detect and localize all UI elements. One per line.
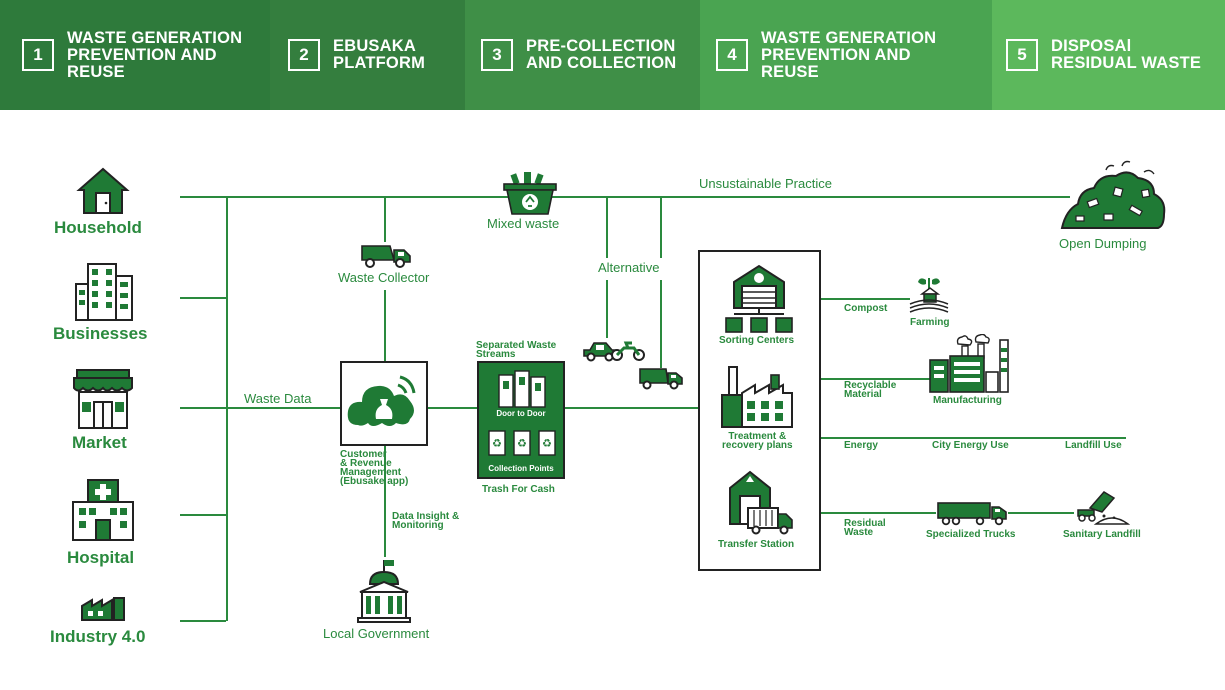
car-icon <box>583 342 617 362</box>
local-government-label: Local Government <box>323 626 430 641</box>
treatment-plant-icon <box>721 366 793 428</box>
step-number: 1 <box>22 39 54 71</box>
source-household-label: Household <box>54 218 142 237</box>
farm-icon <box>909 278 949 313</box>
compost-label: Compost <box>844 303 888 314</box>
svg-text:♻: ♻ <box>542 438 552 450</box>
source-businesses-label: Businesses <box>53 324 148 343</box>
residual-waste-label: Residual Waste <box>844 518 886 538</box>
source-industry-label: Industry 4.0 <box>50 627 146 646</box>
motorcycle-icon <box>611 341 645 361</box>
farming-label: Farming <box>910 317 950 328</box>
house-icon <box>76 167 130 214</box>
specialized-trucks-label: Specialized Trucks <box>926 529 1016 540</box>
trash-for-cash-label: Trash For Cash <box>482 484 555 495</box>
data-insight-label: Data Insight & Monitoring <box>392 511 460 531</box>
step-3-header: 3 PRE-COLLECTION AND COLLECTION <box>465 0 700 110</box>
step-title: PRE-COLLECTION AND COLLECTION <box>526 37 677 72</box>
step-5-header: 5 DISPOSAl RESIDUAL WASTE <box>992 0 1225 110</box>
source-market-label: Market <box>72 433 127 452</box>
step-number: 4 <box>716 39 748 71</box>
energy-label: Energy <box>844 440 878 451</box>
trash-heap-icon <box>1060 160 1166 229</box>
waste-collector-label: Waste Collector <box>338 270 430 285</box>
ebusaka-app-box <box>340 361 428 446</box>
step-2-header: 2 EBUSAKA PLATFORM <box>270 0 465 110</box>
transfer-station-label: Transfer Station <box>718 539 795 550</box>
long-truck-icon <box>937 502 1007 526</box>
svg-text:♻: ♻ <box>517 438 527 450</box>
step-title: WASTE GENERATION PREVENTION AND REUSE <box>67 28 243 81</box>
hospital-icon <box>72 479 134 541</box>
warehouse-icon <box>725 264 793 333</box>
step-number: 5 <box>1006 39 1038 71</box>
cloud-app-icon <box>347 375 416 426</box>
garbage-truck-icon <box>361 245 411 268</box>
customer-management-label: Customer & Revenue Management (Ebusake a… <box>340 449 409 487</box>
svg-text:♻: ♻ <box>492 438 502 450</box>
step-number: 3 <box>481 39 513 71</box>
collection-points-label: Collection Points <box>488 464 554 473</box>
step-title: DISPOSAl RESIDUAL WASTE <box>1051 37 1202 72</box>
separated-streams-label: Separated Waste Streams <box>476 340 557 360</box>
unsustainable-practice-label: Unsustainable Practice <box>699 176 832 191</box>
step-number: 2 <box>288 39 320 71</box>
separated-streams-box: Door to Door ♻ ♻ ♻ Collection Points <box>477 361 565 479</box>
step-title: WASTE GENERATION PREVENTION AND REUSE <box>761 28 937 81</box>
step-4-header: 4 WASTE GENERATION PREVENTION AND REUSE <box>700 0 992 110</box>
waste-bin-icon <box>503 172 557 215</box>
step-1-header: 1 WASTE GENERATION PREVENTION AND REUSE <box>0 0 270 110</box>
city-energy-use-label: City Energy Use <box>932 440 1009 451</box>
door-to-door-label: Door to Door <box>496 409 546 418</box>
transfer-station-icon <box>729 470 793 535</box>
open-dumping-label: Open Dumping <box>1059 236 1147 251</box>
manufacturing-plant-icon <box>929 334 1009 393</box>
alternative-label: Alternative <box>598 260 660 275</box>
small-truck-icon <box>639 368 683 390</box>
office-building-icon <box>75 263 133 321</box>
recycle-bin-icon: ♻ ♻ ♻ <box>488 430 556 456</box>
waste-data-label: Waste Data <box>244 391 312 406</box>
recyclable-material-label: Recyclable Material <box>844 380 897 400</box>
treatment-recovery-label: Treatment & recovery plans <box>722 431 793 451</box>
government-building-icon <box>357 560 411 623</box>
market-stall-icon <box>73 369 133 429</box>
mixed-waste-label: Mixed waste <box>487 216 560 231</box>
landfill-use-label: Landfill Use <box>1065 440 1122 451</box>
sorting-centers-label: Sorting Centers <box>719 335 795 346</box>
recycle-bin-icon <box>498 370 546 408</box>
factory-icon <box>81 597 125 621</box>
landfill-icon <box>1077 491 1130 525</box>
step-title: EBUSAKA PLATFORM <box>333 37 426 72</box>
sanitary-landfill-label: Sanitary Landfill <box>1063 529 1141 540</box>
source-hospital-label: Hospital <box>67 548 135 567</box>
manufacturing-label: Manufacturing <box>933 395 1002 406</box>
